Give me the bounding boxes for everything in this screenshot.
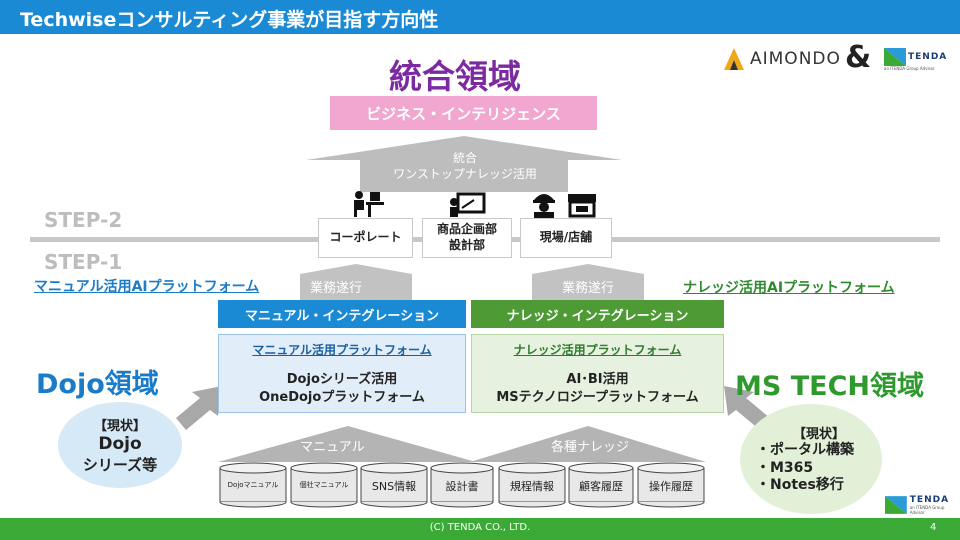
manual-platform-body: Dojoシリーズ活用 OneDojoプラットフォーム bbox=[219, 371, 465, 406]
cylinder-dojo-manual bbox=[219, 462, 287, 508]
manual-banner-shape bbox=[218, 426, 476, 462]
knowledge-banner-label: 各種ナレッジ bbox=[551, 440, 630, 455]
title-bar bbox=[0, 0, 960, 34]
source-label: 顧客履歴 bbox=[579, 480, 623, 493]
cylinder-company-manual bbox=[290, 462, 358, 508]
dojo-status-line2: Dojo bbox=[98, 434, 142, 454]
role-field-store: 現場/店舗 bbox=[520, 218, 612, 258]
cylinder-design-doc bbox=[430, 462, 494, 508]
integrated-arrow-label: 統合 ワンストップナレッジ活用 bbox=[380, 150, 550, 182]
role-corporate: コーポレート bbox=[318, 218, 413, 258]
knowledge-platform-line2: MSテクノロジープラットフォーム bbox=[496, 389, 699, 405]
tenda-mark-icon bbox=[884, 48, 906, 66]
integrated-arrow-line2: ワンストップナレッジ活用 bbox=[393, 167, 537, 182]
left-task-arrow bbox=[300, 264, 412, 300]
integrated-arrow-line1: 統合 bbox=[452, 151, 477, 165]
knowledge-platform-heading: ナレッジ活用プラットフォーム bbox=[513, 343, 682, 357]
manual-platform-line2: OneDojoプラットフォーム bbox=[259, 389, 425, 405]
manual-banner-label: マニュアル bbox=[300, 440, 365, 455]
dojo-status-label: 【現状】 bbox=[93, 419, 146, 434]
business-intelligence-box: ビジネス・インテリジェンス bbox=[330, 96, 597, 130]
knowledge-platform-box: ナレッジ活用プラットフォーム AI･BI活用 MSテクノロジープラットフォーム bbox=[471, 334, 724, 413]
right-task-label: 業務遂行 bbox=[562, 281, 615, 296]
aimondo-logo: AIMONDO bbox=[724, 48, 841, 70]
presentation-board-icon bbox=[450, 192, 486, 217]
ms-status-item: ・ポータル構築 bbox=[756, 442, 854, 459]
cylinder-customer-history bbox=[568, 462, 634, 508]
tenda-tagline: an ITENDA Group Advisor bbox=[909, 505, 945, 515]
manual-integration-bar: マニュアル・インテグレーション bbox=[218, 300, 466, 328]
ms-status-item: ・M365 bbox=[756, 459, 814, 476]
dojo-arrow bbox=[176, 386, 222, 430]
ms-status-label: 【現状】 bbox=[792, 427, 845, 443]
manual-platform-line1: Dojoシリーズ活用 bbox=[286, 372, 398, 387]
page-number: 4 bbox=[930, 522, 937, 533]
ms-arrow bbox=[724, 386, 770, 430]
tenda-logo-bottom: TENDA an ITENDA Group Advisor bbox=[885, 495, 960, 515]
source-label: SNS情報 bbox=[371, 480, 417, 493]
desk-worker-icon bbox=[354, 191, 384, 217]
manual-platform-box: マニュアル活用プラットフォーム Dojoシリーズ活用 OneDojoプラットフォ… bbox=[218, 334, 466, 413]
knowledge-platform-line1: AI･BI活用 bbox=[566, 372, 629, 387]
knowledge-integration-bar: ナレッジ・インテグレーション bbox=[471, 300, 724, 328]
source-label: 操作履歴 bbox=[649, 480, 693, 493]
dojo-area-title: Dojo領域 bbox=[36, 369, 159, 400]
integrated-up-arrow bbox=[306, 136, 622, 192]
tenda-tagline: an ITENDA Group Advisor bbox=[884, 66, 935, 71]
ms-tech-area-title: MS TECH領域 bbox=[735, 371, 924, 402]
cylinder-sns bbox=[360, 462, 428, 508]
cylinder-operation-history bbox=[637, 462, 705, 508]
dojo-status-circle: 【現状】 Dojo シリーズ等 bbox=[58, 402, 182, 488]
source-label: 規程情報 bbox=[510, 480, 554, 493]
construction-worker-icon bbox=[533, 194, 555, 218]
footer-bar bbox=[0, 518, 960, 540]
ms-status-circle: 【現状】 ・ポータル構築 ・M365 ・Notes移行 bbox=[740, 404, 882, 514]
source-label: 設計書 bbox=[445, 480, 479, 493]
aimondo-mark-icon bbox=[724, 48, 744, 70]
ampersand: & bbox=[845, 40, 872, 75]
role-product-planning: 商品企画部 設計部 bbox=[422, 218, 512, 258]
knowledge-ai-platform-label: ナレッジ活用AIプラットフォーム bbox=[683, 280, 895, 296]
step1-label: STEP-1 bbox=[44, 250, 123, 274]
cylinder-regulation bbox=[498, 462, 566, 508]
source-label: Dojoマニュアル bbox=[227, 481, 279, 489]
integrated-area-title: 統合領域 bbox=[389, 57, 521, 96]
dojo-status-line3: シリーズ等 bbox=[82, 456, 158, 474]
manual-platform-heading: マニュアル活用プラットフォーム bbox=[252, 343, 432, 357]
slide-title: Techwiseコンサルティング事業が目指す方向性 bbox=[20, 9, 439, 31]
tenda-logo: TENDA an ITENDA Group Advisor bbox=[884, 48, 947, 71]
left-task-label: 業務遂行 bbox=[310, 281, 363, 296]
step2-label: STEP-2 bbox=[44, 208, 123, 232]
tenda-wordmark: TENDA bbox=[908, 52, 948, 62]
knowledge-banner-shape bbox=[470, 426, 706, 462]
manual-ai-platform-label: マニュアル活用AIプラットフォーム bbox=[34, 279, 260, 295]
ms-status-item: ・Notes移行 bbox=[756, 477, 844, 494]
aimondo-wordmark: AIMONDO bbox=[750, 49, 841, 69]
tenda-wordmark: TENDA bbox=[909, 495, 950, 505]
source-label: 個社マニュアル bbox=[299, 481, 349, 489]
right-task-arrow bbox=[532, 264, 644, 300]
store-icon bbox=[568, 194, 596, 218]
tenda-mark-icon bbox=[885, 496, 907, 514]
knowledge-platform-body: AI･BI活用 MSテクノロジープラットフォーム bbox=[472, 371, 723, 406]
copyright: (C) TENDA CO., LTD. bbox=[429, 522, 531, 533]
